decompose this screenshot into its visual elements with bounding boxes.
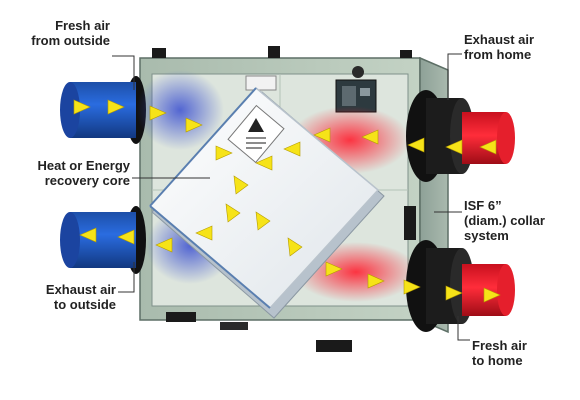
label-exhaust-air-from-home: Exhaust air from home bbox=[464, 32, 535, 62]
yellow-flow-arrow-icon bbox=[215, 145, 233, 161]
yellow-flow-arrow-icon bbox=[155, 237, 173, 253]
warning-label bbox=[227, 104, 285, 164]
leader-fresh-air-to-home bbox=[457, 316, 470, 341]
yellow-flow-arrow-icon bbox=[325, 261, 343, 277]
terminal-strip bbox=[245, 75, 277, 91]
duct-exhaust-air-from-home bbox=[462, 112, 515, 164]
label-heat-energy-core: Heat or Energy recovery core bbox=[37, 158, 130, 188]
leader-exhaust-air-to-outside bbox=[118, 262, 135, 293]
leader-lines bbox=[112, 53, 470, 341]
yellow-flow-arrow-icon bbox=[367, 273, 385, 289]
yellow-flow-arrow-icon bbox=[79, 227, 97, 243]
yellow-flow-arrow-icon bbox=[445, 285, 463, 301]
yellow-flow-arrow-icon bbox=[313, 127, 331, 143]
yellow-flow-arrow-icon bbox=[225, 203, 241, 223]
cabinet-hook bbox=[268, 46, 280, 58]
yellow-flow-arrow-icon bbox=[117, 229, 135, 245]
warning-triangle-icon bbox=[248, 118, 264, 132]
yellow-flow-arrow-icon bbox=[403, 279, 421, 295]
flow-arrows bbox=[73, 99, 501, 303]
label-fresh-air-from-outside: Fresh air from outside bbox=[31, 18, 110, 48]
yellow-flow-arrow-icon bbox=[361, 129, 379, 145]
label-fresh-air-to-home: Fresh air to home bbox=[472, 338, 527, 368]
leader-fresh-air-from-outside bbox=[112, 55, 135, 90]
cabinet-hook bbox=[152, 48, 166, 58]
cabinet-hook bbox=[400, 50, 412, 58]
collar-clip bbox=[404, 206, 416, 240]
label-isf-collar-system: ISF 6” (diam.) collar system bbox=[464, 198, 545, 243]
collar-exhaust-from-home bbox=[406, 90, 474, 182]
control-box-outlet bbox=[342, 86, 356, 106]
control-box-button bbox=[360, 88, 370, 96]
yellow-flow-arrow-icon bbox=[483, 287, 501, 303]
yellow-flow-arrow-icon bbox=[287, 237, 303, 257]
yellow-flow-arrow-icon bbox=[445, 139, 463, 155]
yellow-flow-arrow-icon bbox=[195, 225, 213, 241]
yellow-flow-arrow-icon bbox=[479, 139, 497, 155]
yellow-flow-arrow-icon bbox=[149, 105, 167, 121]
yellow-flow-arrow-icon bbox=[233, 175, 249, 195]
label-exhaust-air-to-outside: Exhaust air to outside bbox=[45, 282, 116, 312]
recovery-core bbox=[148, 86, 385, 319]
yellow-flow-arrow-icon bbox=[283, 141, 301, 157]
control-box-knob bbox=[352, 66, 364, 78]
duct-fresh-air-from-outside bbox=[60, 82, 136, 138]
leader-exhaust-air-from-home bbox=[447, 53, 462, 100]
cabinet-foot bbox=[166, 312, 196, 322]
yellow-flow-arrow-icon bbox=[73, 99, 91, 115]
cabinet-foot bbox=[220, 322, 248, 330]
yellow-flow-arrow-icon bbox=[185, 117, 203, 133]
yellow-flow-arrow-icon bbox=[255, 155, 273, 171]
yellow-flow-arrow-icon bbox=[255, 211, 271, 231]
blue-stream-upper bbox=[136, 70, 224, 150]
collar-fresh-to-home bbox=[406, 240, 474, 332]
yellow-flow-arrow-icon bbox=[407, 137, 425, 153]
cabinet-foot bbox=[316, 340, 352, 352]
yellow-flow-arrow-icon bbox=[107, 99, 125, 115]
